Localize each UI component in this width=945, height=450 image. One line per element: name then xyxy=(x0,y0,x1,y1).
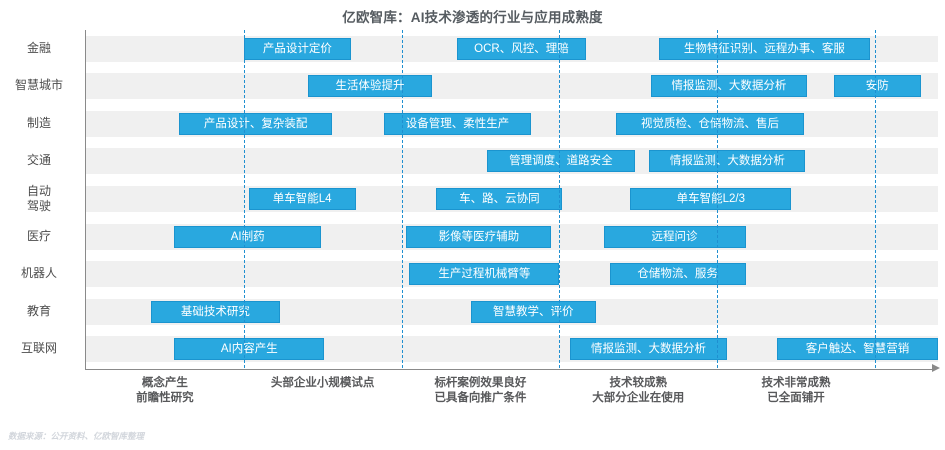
row-band xyxy=(86,73,938,100)
row-label-line: 自动 xyxy=(26,184,51,198)
bar-segment[interactable]: 视觉质检、仓储物流、售后 xyxy=(616,112,804,135)
row-label-自动驾驶: 自动驾驶 xyxy=(0,184,78,214)
bar-segment[interactable]: 生物特征识别、远程办事、客服 xyxy=(658,37,871,60)
bar-segment[interactable]: 车、路、云协同 xyxy=(436,188,563,210)
row-label-医疗: 医疗 xyxy=(0,229,78,244)
bar-segment[interactable]: 仓储物流、服务 xyxy=(609,263,746,286)
stage-label-line: 已全面铺开 xyxy=(767,392,825,404)
bar-segment[interactable]: 智慧教学、评价 xyxy=(470,300,596,323)
stage-label-1: 概念产生前瞻性研究 xyxy=(85,376,245,406)
bar-segment[interactable]: 产品设计定价 xyxy=(243,37,352,60)
data-source-note: 数据来源：公开资料、亿欧智库整理 xyxy=(8,431,145,441)
row-label-line: 驾驶 xyxy=(26,199,51,213)
row-label-智慧城市: 智慧城市 xyxy=(0,78,78,93)
gridline-stage-3 xyxy=(559,30,561,368)
stage-label-line: 前瞻性研究 xyxy=(136,392,194,404)
bar-segment[interactable]: AI内容产生 xyxy=(174,338,325,361)
row-label-制造: 制造 xyxy=(0,116,78,131)
bar-segment[interactable]: 影像等医疗辅助 xyxy=(406,225,552,248)
bar-segment[interactable]: 单车智能L2/3 xyxy=(630,188,792,210)
stage-label-line: 技术非常成熟 xyxy=(761,377,831,389)
stage-label-2: 头部企业小规模试点 xyxy=(243,376,403,391)
bar-segment[interactable]: 情报监测、大数据分析 xyxy=(649,150,806,173)
bar-segment[interactable]: 情报监测、大数据分析 xyxy=(570,338,727,361)
bar-segment[interactable]: 基础技术研究 xyxy=(150,300,281,323)
row-label-交通: 交通 xyxy=(0,153,78,168)
bar-segment[interactable]: 生活体验提升 xyxy=(308,75,432,98)
chart-title: 亿欧智库：AI技术渗透的行业与应用成熟度 xyxy=(342,10,603,25)
bar-segment[interactable]: 产品设计、复杂装配 xyxy=(179,112,333,135)
row-label-line: 交通 xyxy=(26,153,51,168)
bar-segment[interactable]: 安防 xyxy=(833,75,921,98)
bar-segment[interactable]: 设备管理、柔性生产 xyxy=(384,112,531,135)
bar-segment[interactable]: OCR、风控、理赔 xyxy=(456,37,587,60)
bar-segment[interactable]: 生产过程机械臂等 xyxy=(409,263,560,286)
row-label-机器人: 机器人 xyxy=(0,266,78,281)
row-label-line: 制造 xyxy=(26,115,51,130)
row-label-教育: 教育 xyxy=(0,304,78,319)
stage-label-line: 大部分企业在使用 xyxy=(592,392,685,404)
stage-label-5: 技术非常成熟已全面铺开 xyxy=(716,376,876,406)
bar-segment[interactable]: 管理调度、道路安全 xyxy=(486,150,636,173)
bar-segment[interactable]: 情报监测、大数据分析 xyxy=(650,75,808,98)
y-axis-line xyxy=(85,30,87,370)
stage-label-line: 概念产生 xyxy=(141,377,188,389)
row-label-line: 教育 xyxy=(26,303,51,318)
gridline-stage-4 xyxy=(717,30,719,368)
stage-label-line: 技术较成熟 xyxy=(609,377,667,389)
bar-segment[interactable]: 远程问诊 xyxy=(603,225,746,248)
gridline-stage-2 xyxy=(401,30,403,368)
row-label-line: 机器人 xyxy=(20,266,57,281)
stage-label-line: 标杆案例效果良好 xyxy=(434,377,527,389)
stage-label-line: 头部企业小规模试点 xyxy=(270,377,375,389)
x-axis-line xyxy=(85,369,935,371)
x-axis-arrow-icon xyxy=(932,364,940,372)
row-label-互联网: 互联网 xyxy=(0,341,78,356)
gridline-stage-5 xyxy=(874,30,876,368)
row-label-金融: 金融 xyxy=(0,41,78,56)
row-label-line: 金融 xyxy=(26,40,51,55)
row-label-line: 智慧城市 xyxy=(14,78,63,93)
row-label-line: 医疗 xyxy=(26,228,51,243)
bar-segment[interactable]: 单车智能L4 xyxy=(248,188,356,210)
stage-label-4: 技术较成熟大部分企业在使用 xyxy=(558,376,718,406)
bar-segment[interactable]: AI制药 xyxy=(174,225,322,248)
stage-label-line: 已具备向推广条件 xyxy=(434,392,527,404)
bar-segment[interactable]: 客户触达、智慧营销 xyxy=(777,338,938,361)
row-label-line: 互联网 xyxy=(20,341,57,356)
stage-label-3: 标杆案例效果良好已具备向推广条件 xyxy=(400,376,560,406)
gridline-stage-1 xyxy=(243,30,245,368)
